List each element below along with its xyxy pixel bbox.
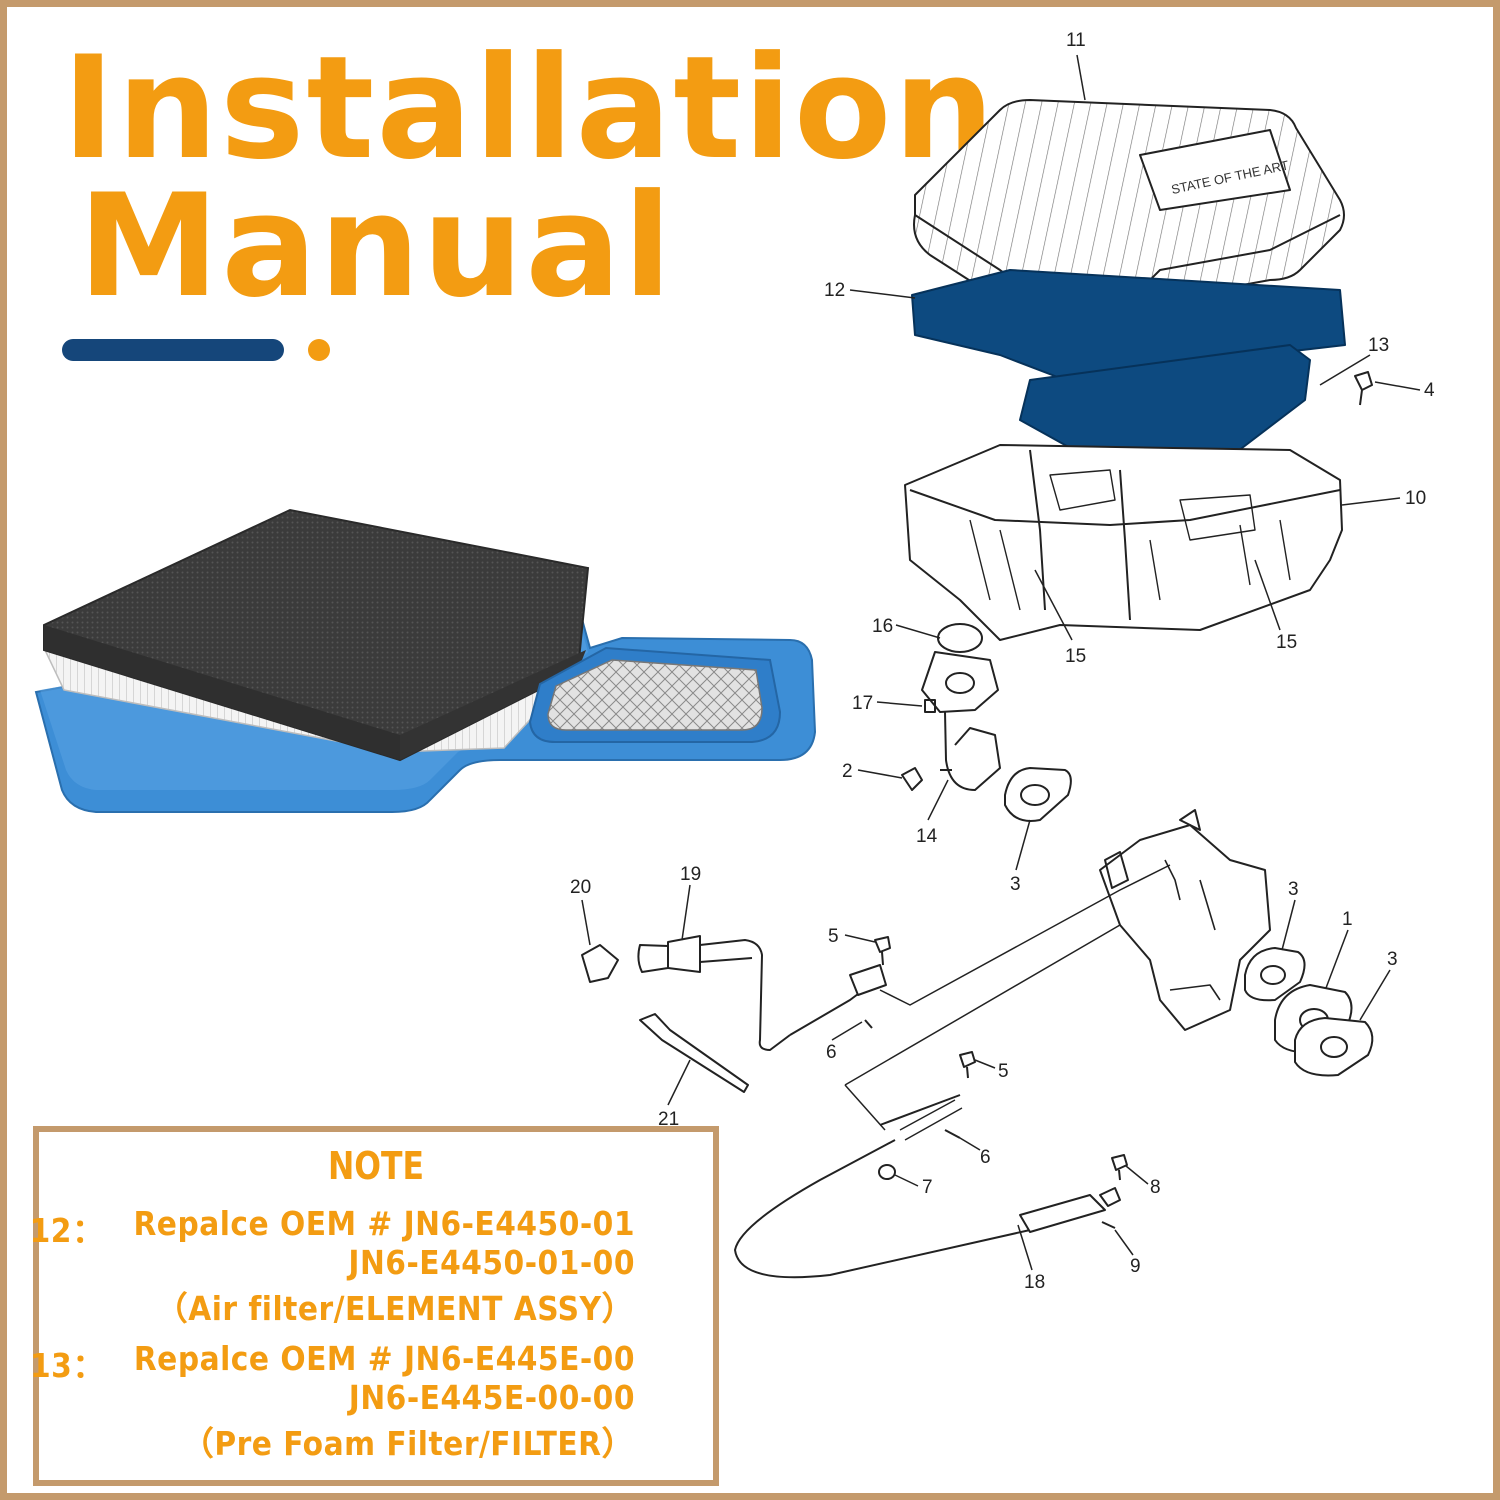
note-item-13-line-1: 13： Repalce OEM # JN6-E445E-00 (30, 1339, 635, 1385)
note-title: NOTE (327, 1144, 424, 1188)
decorative-underline-bar (62, 339, 284, 361)
callout-10: 10 (1405, 488, 1426, 509)
callout-leaders (581, 54, 1421, 1271)
callout-15b: 15 (1276, 632, 1297, 653)
note-item-13-oem-1: Repalce OEM # JN6-E445E-00 (133, 1339, 635, 1378)
note-item-12-line-2: JN6-E4450-01-00 (348, 1243, 635, 1282)
callout-2: 2 (842, 761, 853, 782)
callout-11: 11 (1066, 30, 1086, 51)
page-title: Installation Manual (62, 26, 997, 329)
callout-15a: 15 (1065, 646, 1086, 667)
callout-6a: 6 (826, 1042, 837, 1063)
callout-9: 9 (1130, 1256, 1141, 1277)
note-item-13-line-2: JN6-E445E-00-00 (348, 1378, 635, 1417)
decorative-dot (308, 339, 330, 361)
note-item-12-line-1: 12： Repalce OEM # JN6-E4450-01 (30, 1204, 635, 1250)
note-item-13-number: 13： (29, 1346, 106, 1385)
title-line-1: Installation (62, 26, 997, 191)
callout-5b: 5 (998, 1061, 1009, 1082)
callout-21: 21 (658, 1109, 679, 1130)
callout-7: 7 (922, 1177, 933, 1198)
callout-4: 4 (1424, 380, 1435, 401)
air-filter-product-image (34, 508, 817, 813)
exploded-parts-diagram: STATE OF THE ART (581, 99, 1374, 1279)
callout-18: 18 (1024, 1272, 1045, 1293)
callout-13: 13 (1368, 335, 1389, 356)
callout-16: 16 (872, 616, 893, 637)
callout-8: 8 (1150, 1177, 1161, 1198)
callout-14: 14 (916, 826, 938, 847)
callout-labels: 11 12 13 4 10 15 15 16 17 2 14 3 20 19 5… (570, 30, 1435, 1293)
title-line-2: Manual (78, 164, 674, 329)
carburetor (1099, 809, 1271, 1031)
note-item-12-oem-1: Repalce OEM # JN6-E4450-01 (133, 1204, 635, 1243)
filter-mesh-screen (547, 659, 763, 731)
note-item-12-number: 12： (29, 1211, 106, 1250)
callout-20: 20 (570, 877, 591, 898)
note-item-12-line-3: （Air filter/ELEMENT ASSY） (154, 1289, 635, 1328)
callout-3b: 3 (1288, 879, 1299, 900)
air-cleaner-base (904, 444, 1343, 641)
callout-1: 1 (1342, 909, 1353, 930)
callout-6b: 6 (980, 1147, 991, 1168)
note-item-13-line-3: （Pre Foam Filter/FILTER） (180, 1424, 635, 1463)
note-box: NOTE 12： Repalce OEM # JN6-E4450-01 JN6-… (30, 1126, 719, 1486)
callout-19: 19 (680, 864, 701, 885)
callout-17: 17 (852, 693, 873, 714)
callout-5a: 5 (828, 926, 839, 947)
callout-3a: 3 (1010, 874, 1021, 895)
callout-12: 12 (824, 280, 845, 301)
callout-3c: 3 (1387, 949, 1398, 970)
